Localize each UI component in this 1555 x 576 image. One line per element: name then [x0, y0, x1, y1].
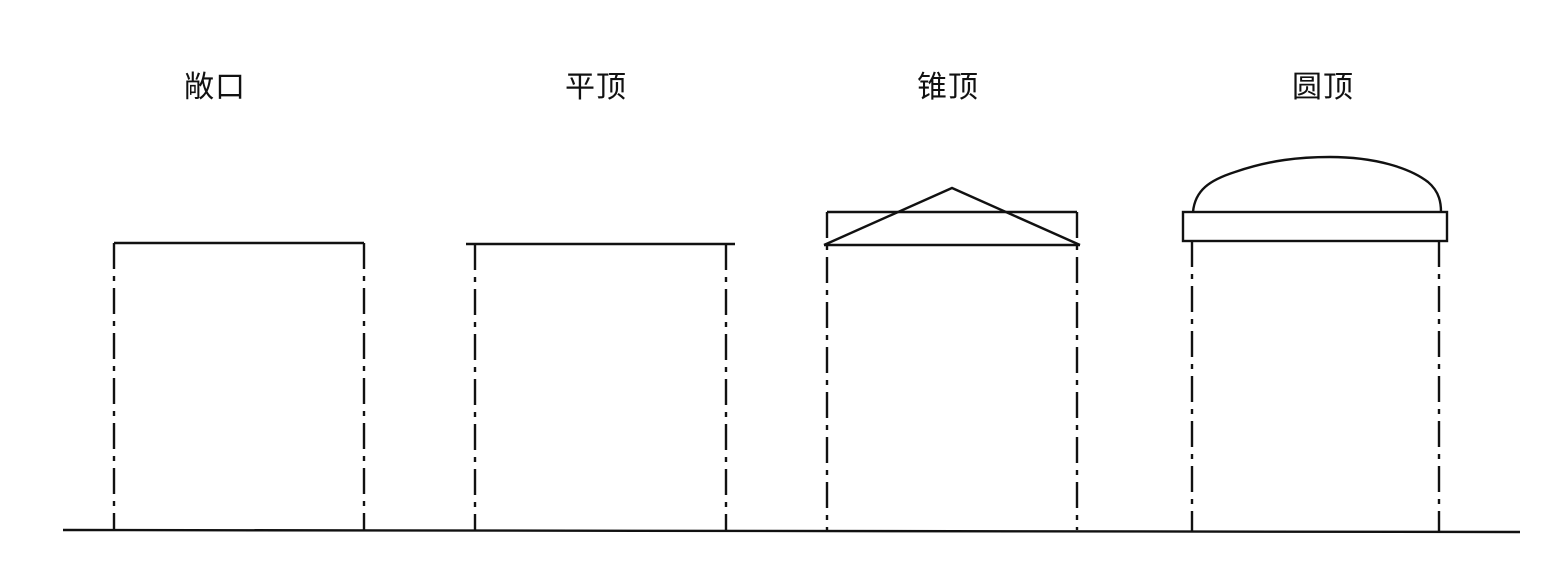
- dome-roof-dome: [1191, 155, 1443, 213]
- label-cone-roof: 锥顶: [917, 70, 979, 105]
- dome-roof-ring: [1181, 210, 1449, 243]
- cone-roof-tank: [823, 186, 1081, 530]
- label-flat-roof: 平顶: [565, 70, 627, 105]
- label-dome-roof: 圆顶: [1292, 70, 1354, 105]
- ground-line: [62, 528, 1521, 534]
- flat-roof-tank: [466, 242, 735, 530]
- label-open-top: 敞口: [184, 70, 246, 105]
- cone-roof-cone: [823, 186, 1081, 247]
- open-top-tank: [112, 241, 366, 530]
- dome-roof-tank: [1181, 155, 1449, 531]
